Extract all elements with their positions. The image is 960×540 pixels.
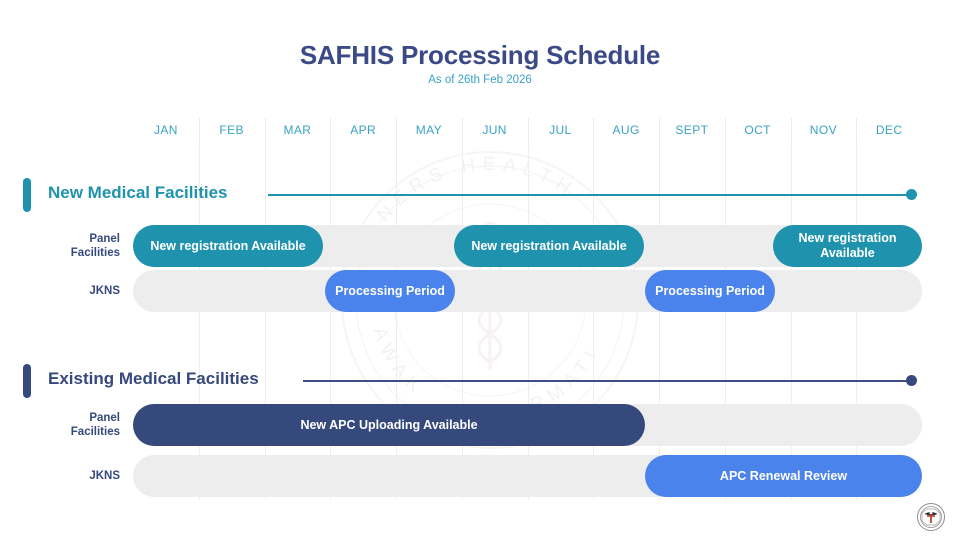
timeline-row-panel-facilities-2: Panel Facilities New APC Uploading Avail…	[0, 404, 960, 446]
row-label-line1: Panel	[89, 233, 120, 245]
ministry-emblem-icon	[917, 503, 945, 531]
row-label-jkns-2: JKNS	[0, 455, 120, 497]
month-label-apr: APR	[330, 118, 396, 150]
row-label-panel-facilities: Panel Facilities	[0, 225, 120, 267]
month-label-aug: AUG	[593, 118, 659, 150]
month-label-may: MAY	[396, 118, 462, 150]
row-label-line2: Facilities	[70, 426, 120, 438]
section-header-existing-medical-facilities: Existing Medical Facilities	[0, 362, 960, 398]
section-title: Existing Medical Facilities	[48, 369, 259, 388]
row-label-line1: JKNS	[89, 470, 120, 482]
row-label-jkns: JKNS	[0, 270, 120, 312]
row-label-line1: Panel	[89, 412, 120, 424]
timeline-bar-processing-period-1[interactable]: Processing Period	[325, 270, 455, 312]
timeline-row-panel-facilities: Panel Facilities New registration Availa…	[0, 225, 960, 267]
month-label-sept: SEPT	[659, 118, 725, 150]
section-accent-bar	[23, 178, 31, 212]
section-timeline-end-dot	[906, 375, 917, 386]
timeline-bar-apc-renewal-review[interactable]: APC Renewal Review	[645, 455, 922, 497]
timeline-bar-processing-period-2[interactable]: Processing Period	[645, 270, 775, 312]
month-label-feb: FEB	[198, 118, 265, 150]
section-timeline-line	[268, 194, 916, 196]
row-label-line1: JKNS	[89, 285, 120, 297]
month-label-dec: DEC	[856, 118, 922, 150]
section-accent-bar	[23, 364, 31, 398]
timeline-bar-new-registration-1[interactable]: New registration Available	[133, 225, 323, 267]
timeline-track	[133, 270, 922, 312]
month-label-jan: JAN	[153, 123, 178, 137]
timeline-row-jkns: JKNS Processing Period Processing Period	[0, 270, 960, 312]
month-label-nov: NOV	[790, 118, 857, 150]
section-timeline-end-dot	[906, 189, 917, 200]
section-header-new-medical-facilities: New Medical Facilities	[0, 176, 960, 212]
month-label-oct: OCT	[724, 118, 791, 150]
page-title: SAFHIS Processing Schedule	[299, 40, 661, 70]
month-label-jul: JUL	[527, 118, 594, 150]
page-subtitle: As of 26th Feb 2026	[428, 74, 532, 86]
month-label-mar: MAR	[264, 118, 331, 150]
row-label-panel-facilities-2: Panel Facilities	[0, 404, 120, 446]
section-timeline-line	[303, 380, 915, 382]
section-title: New Medical Facilities	[48, 183, 228, 202]
timeline-row-jkns-2: JKNS APC Renewal Review	[0, 455, 960, 497]
row-label-line2: Facilities	[70, 247, 120, 259]
timeline-bar-new-registration-3[interactable]: New registration Available	[773, 225, 922, 267]
timeline-bar-new-registration-2[interactable]: New registration Available	[454, 225, 644, 267]
month-label-jun: JUN	[461, 118, 528, 150]
timeline-bar-new-apc-uploading[interactable]: New APC Uploading Available	[133, 404, 645, 446]
